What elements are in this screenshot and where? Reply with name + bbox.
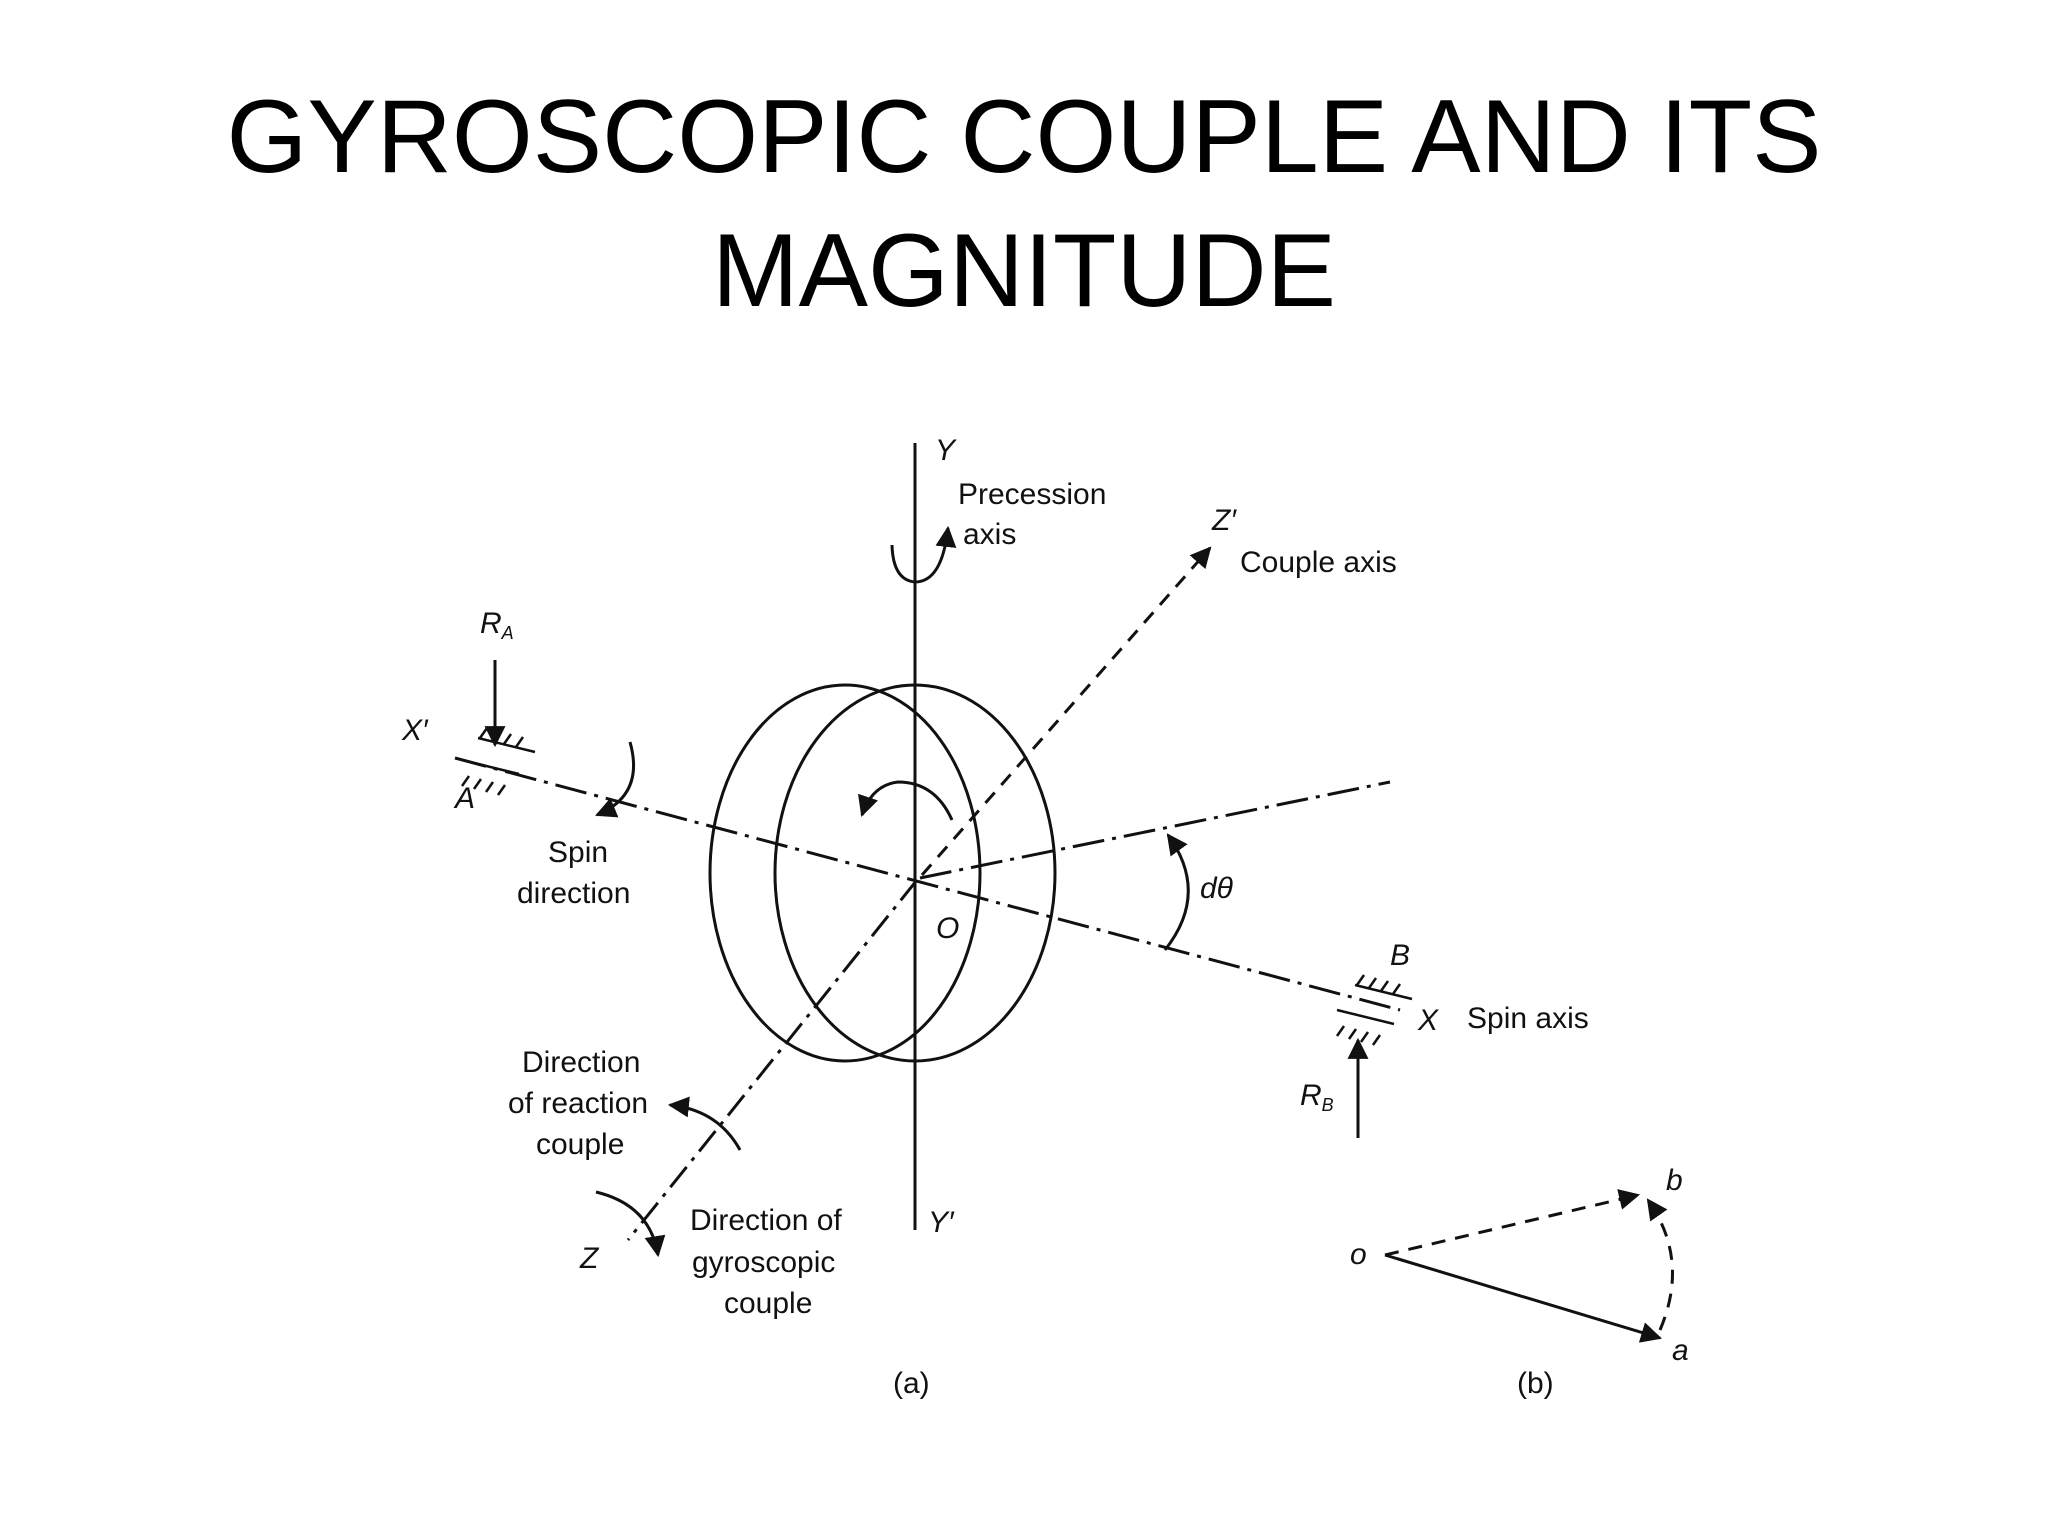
figure-b (1384, 1189, 1674, 1343)
rotated-spin-axis-line (919, 780, 1391, 880)
label-point-o: o (1350, 1238, 1367, 1271)
label-precession-2: axis (963, 518, 1016, 551)
caption-b: (b) (1517, 1367, 1554, 1400)
label-y-bottom: Y′ (928, 1206, 955, 1239)
label-couple-axis: Couple axis (1240, 546, 1397, 579)
bearing-b (1335, 974, 1413, 1046)
label-bearing-b: B (1390, 939, 1410, 972)
label-gyro-couple-2: gyroscopic (692, 1246, 835, 1279)
bearing-a (460, 727, 536, 796)
label-gyro-couple-1: Direction of (690, 1204, 842, 1237)
vector-arc-ab (1646, 1198, 1674, 1331)
label-spin-direction-1: Spin (548, 836, 608, 869)
caption-a: (a) (893, 1367, 930, 1400)
label-z-top: Z′ (1211, 504, 1237, 537)
spin-direction-arrow (595, 741, 635, 818)
label-gyro-couple-3: couple (724, 1287, 812, 1320)
figure-a (454, 443, 1413, 1258)
couple-axis-upper (920, 546, 1212, 876)
label-x-left: X′ (401, 714, 429, 747)
label-reaction-a: RA (480, 607, 514, 643)
reaction-couple-arrow (667, 1096, 742, 1151)
gyroscopic-couple-arrow (595, 1190, 666, 1258)
label-angle: dθ (1200, 872, 1234, 905)
precession-rotation-arrow (890, 525, 957, 584)
title-line-1: GYROSCOPIC COUPLE AND ITS (226, 79, 1822, 195)
angle-arc (1163, 833, 1190, 951)
label-y-top: Y (935, 434, 957, 467)
label-x-right: X (1417, 1004, 1439, 1037)
couple-axis-lower (626, 879, 919, 1241)
figure-a-labels: Y Precession axis Z′ Couple axis RA X′ A… (401, 434, 1589, 1400)
slide-title: GYROSCOPIC COUPLE AND ITS MAGNITUDE (0, 70, 2048, 338)
label-precession-1: Precession (958, 478, 1106, 511)
label-spin-direction-2: direction (517, 877, 630, 910)
label-reaction-couple-3: couple (536, 1128, 624, 1161)
label-point-b: b (1666, 1164, 1683, 1197)
label-z-bottom: Z (579, 1242, 600, 1275)
figure-b-labels: o a b (b) (1350, 1164, 1689, 1400)
spin-rotation-arrow (858, 780, 954, 821)
label-reaction-b: RB (1300, 1079, 1334, 1115)
label-point-a: a (1672, 1334, 1689, 1367)
title-line-2: MAGNITUDE (712, 213, 1336, 329)
vector-ob (1384, 1189, 1641, 1257)
rotor-back-face (708, 683, 982, 1063)
label-reaction-couple-1: Direction (522, 1046, 640, 1079)
label-spin-axis: Spin axis (1467, 1002, 1589, 1035)
label-origin: O (936, 912, 959, 945)
vector-oa (1384, 1253, 1663, 1343)
label-bearing-a: A (453, 782, 475, 815)
label-reaction-couple-2: of reaction (508, 1087, 648, 1120)
